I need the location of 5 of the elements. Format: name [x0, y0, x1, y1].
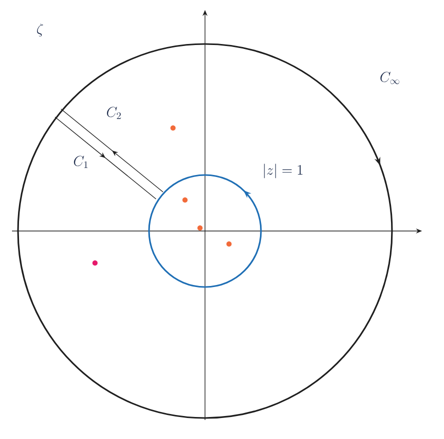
- math-label: $|z|=1$: [264, 164, 302, 178]
- math-label: $C_1$: [74, 156, 88, 168]
- math-label: $\zeta$: [37, 24, 44, 37]
- math-label: $C_\infty$: [380, 72, 400, 84]
- math-label: $C_2$: [106, 106, 121, 119]
